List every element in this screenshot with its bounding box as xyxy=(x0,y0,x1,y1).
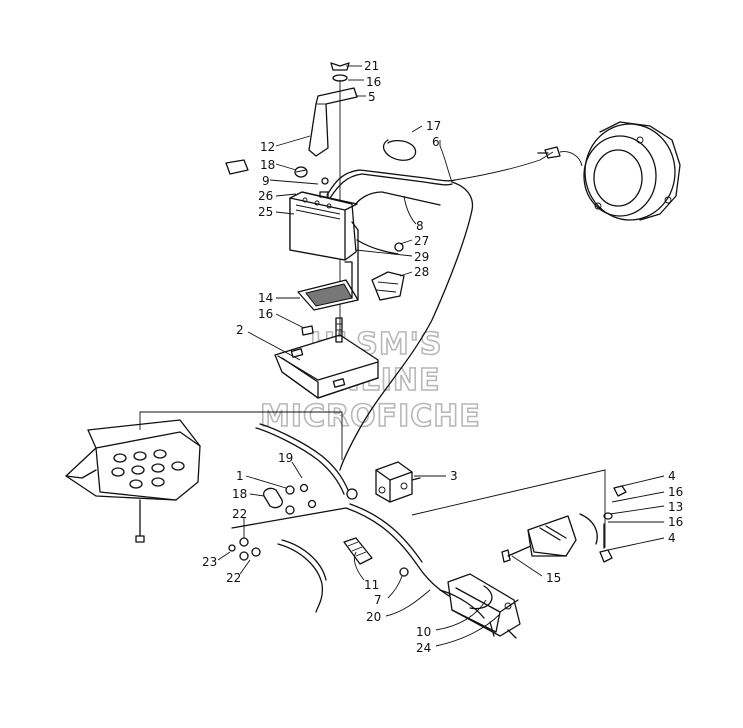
callout-25: 25 xyxy=(258,205,273,219)
callout-12: 12 xyxy=(260,140,275,154)
callout-21: 21 xyxy=(364,59,379,73)
callout-16-d: 16 xyxy=(668,515,683,529)
callout-22-b: 22 xyxy=(226,571,241,585)
callout-18: 18 xyxy=(260,158,275,172)
terminal-cap-part xyxy=(225,159,249,175)
callout-27: 27 xyxy=(414,234,429,248)
ground-wire-part xyxy=(228,503,471,613)
wire-loom-part xyxy=(343,537,373,565)
callout-16-c: 16 xyxy=(668,485,683,499)
solenoid-part xyxy=(375,461,421,503)
magneto-part xyxy=(537,121,681,221)
battery-bracket-part xyxy=(297,221,359,311)
wire-harness-part xyxy=(255,423,358,500)
callout-13: 13 xyxy=(668,500,683,514)
harness-leader-line xyxy=(411,469,606,548)
callout-1: 1 xyxy=(236,469,244,483)
ground-strap-part xyxy=(356,239,405,301)
callout-3: 3 xyxy=(450,469,458,483)
wing-nut-part xyxy=(330,62,350,82)
fastener-set-a xyxy=(263,483,317,515)
callout-2: 2 xyxy=(236,323,244,337)
callout-15: 15 xyxy=(546,571,561,585)
callout-24: 24 xyxy=(416,641,431,655)
mount-leader-line xyxy=(139,411,343,448)
mounting-plate-part xyxy=(65,419,201,543)
callout-14: 14 xyxy=(258,291,273,305)
callout-18-b: 18 xyxy=(232,487,247,501)
callout-22: 22 xyxy=(232,507,247,521)
callout-8: 8 xyxy=(416,219,424,233)
bolt-bracket-part xyxy=(501,513,598,563)
callout-6: 6 xyxy=(432,135,440,149)
leader-lines xyxy=(217,65,665,647)
battery-strap-part xyxy=(308,87,358,157)
long-wire-part xyxy=(339,145,554,471)
terminal-boot-top-part xyxy=(294,166,308,178)
callout-29: 29 xyxy=(414,250,429,264)
ignition-coil-part xyxy=(439,573,521,639)
callout-labels: 21 16 5 12 17 6 18 9 26 25 8 27 29 28 14… xyxy=(202,59,683,655)
callout-19: 19 xyxy=(278,451,293,465)
callout-17: 17 xyxy=(426,119,441,133)
callout-23: 23 xyxy=(202,555,217,569)
battery-tray-part xyxy=(274,317,379,399)
callout-26: 26 xyxy=(258,189,273,203)
callout-5: 5 xyxy=(368,90,376,104)
callout-28: 28 xyxy=(414,265,429,279)
callout-4: 4 xyxy=(668,469,676,483)
watermark: HLSM'S ONLINE MICROFICHE xyxy=(259,326,481,435)
callout-20: 20 xyxy=(366,610,381,624)
callout-10: 10 xyxy=(416,625,431,639)
battery-cable-part xyxy=(321,169,456,206)
callout-11: 11 xyxy=(364,578,379,592)
watermark-line-3: MICROFICHE xyxy=(260,399,481,434)
callout-16-b: 16 xyxy=(258,307,273,321)
callout-4-b: 4 xyxy=(668,531,676,545)
callout-16: 16 xyxy=(366,75,381,89)
fastener-set-b xyxy=(599,485,627,563)
cable-clip-part xyxy=(383,139,417,161)
screw-part xyxy=(399,567,409,577)
battery-part xyxy=(289,191,358,261)
callout-9: 9 xyxy=(262,174,270,188)
callout-7: 7 xyxy=(374,593,382,607)
